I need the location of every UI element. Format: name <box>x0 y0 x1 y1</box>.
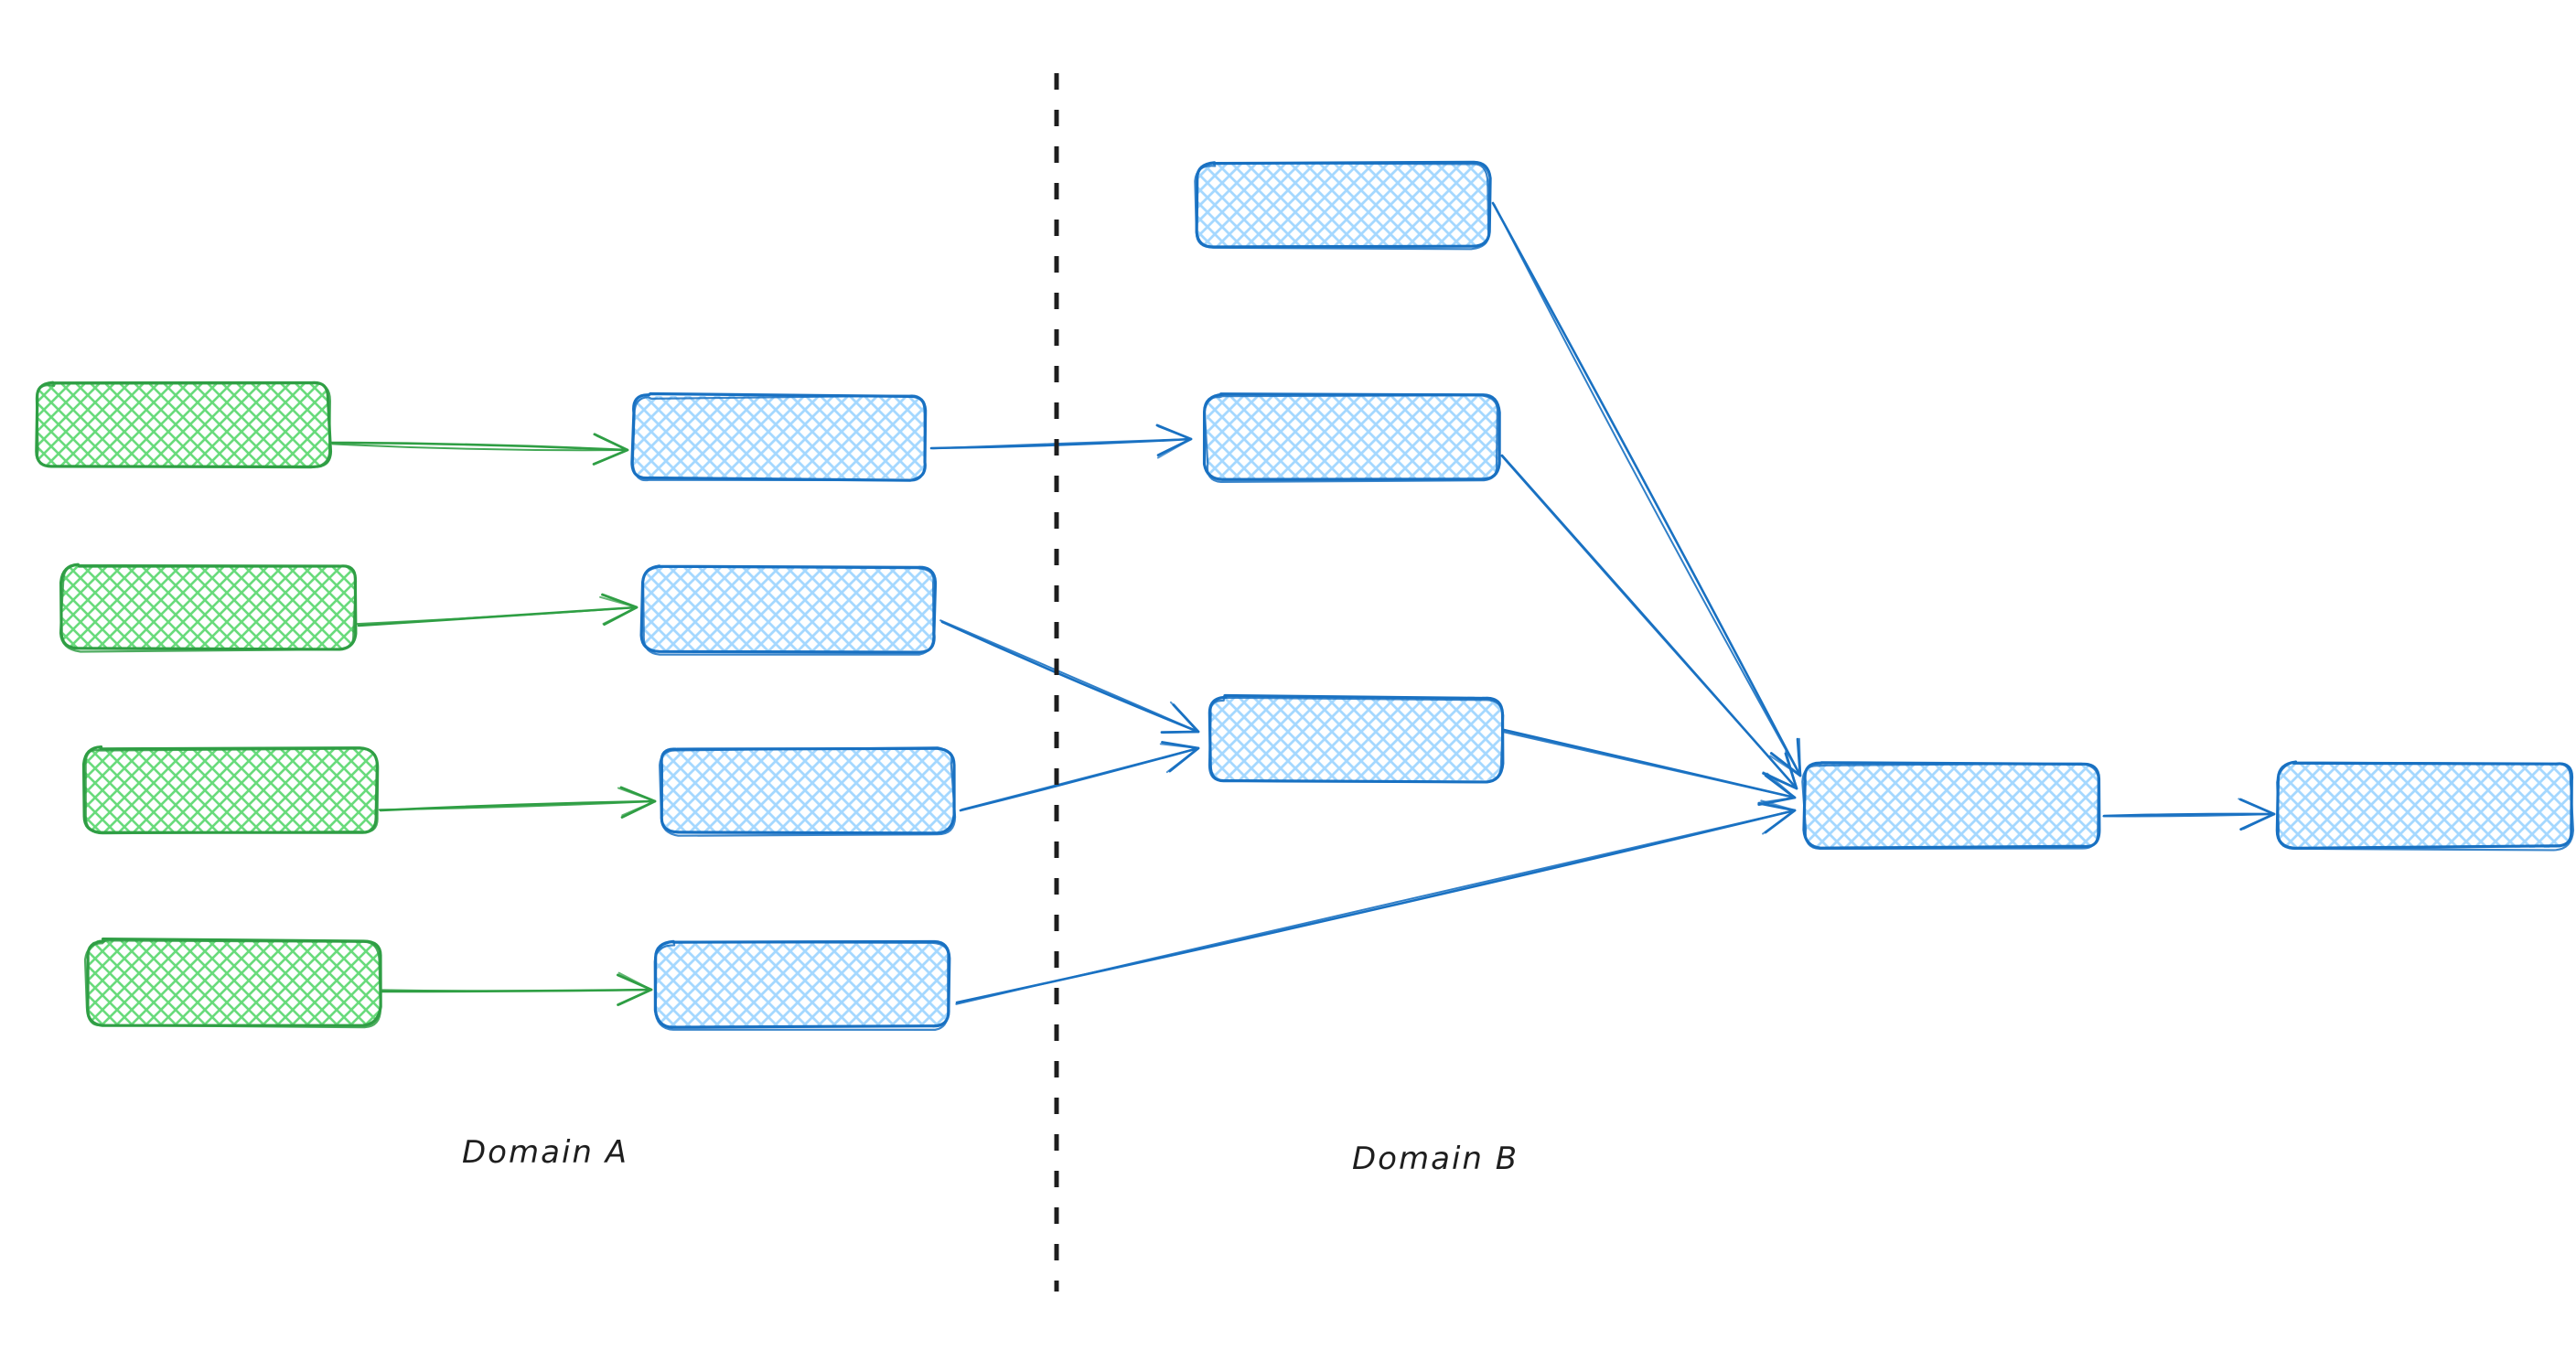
edge-b1-to-c2 <box>929 423 1193 459</box>
edge-b4-to-hub <box>955 799 1797 1005</box>
node-c3[interactable] <box>1208 693 1505 784</box>
edge-a2-to-b2 <box>356 593 639 627</box>
edge-b3-to-c3 <box>959 741 1200 812</box>
edge-b2-to-c3 <box>939 619 1200 734</box>
edge-hub-to-out <box>2102 798 2276 831</box>
node-a4[interactable] <box>83 937 382 1029</box>
edge-a1-to-b1 <box>329 433 629 466</box>
node-a3[interactable] <box>81 745 380 835</box>
node-out[interactable] <box>2275 760 2575 852</box>
edge-c2-to-hub <box>1500 454 1798 790</box>
node-c1[interactable] <box>1194 160 1492 251</box>
domain-b-label: Domain B <box>1352 1141 1519 1177</box>
node-a2[interactable] <box>59 563 358 653</box>
node-b4[interactable] <box>653 939 951 1031</box>
nodes-layer <box>35 160 2575 1031</box>
node-c2[interactable] <box>1202 392 1501 484</box>
edge-a4-to-b4 <box>381 971 653 1006</box>
node-a1[interactable] <box>35 381 333 469</box>
edge-c3-to-hub <box>1501 728 1797 807</box>
edge-a3-to-b3 <box>378 786 657 819</box>
node-b2[interactable] <box>639 564 938 656</box>
edge-c1-to-hub <box>1491 201 1802 777</box>
node-b3[interactable] <box>659 746 957 837</box>
edges-layer <box>329 201 2276 1006</box>
node-b1[interactable] <box>630 391 928 482</box>
domain-a-label: Domain A <box>462 1134 628 1171</box>
node-hub[interactable] <box>1801 761 2101 851</box>
